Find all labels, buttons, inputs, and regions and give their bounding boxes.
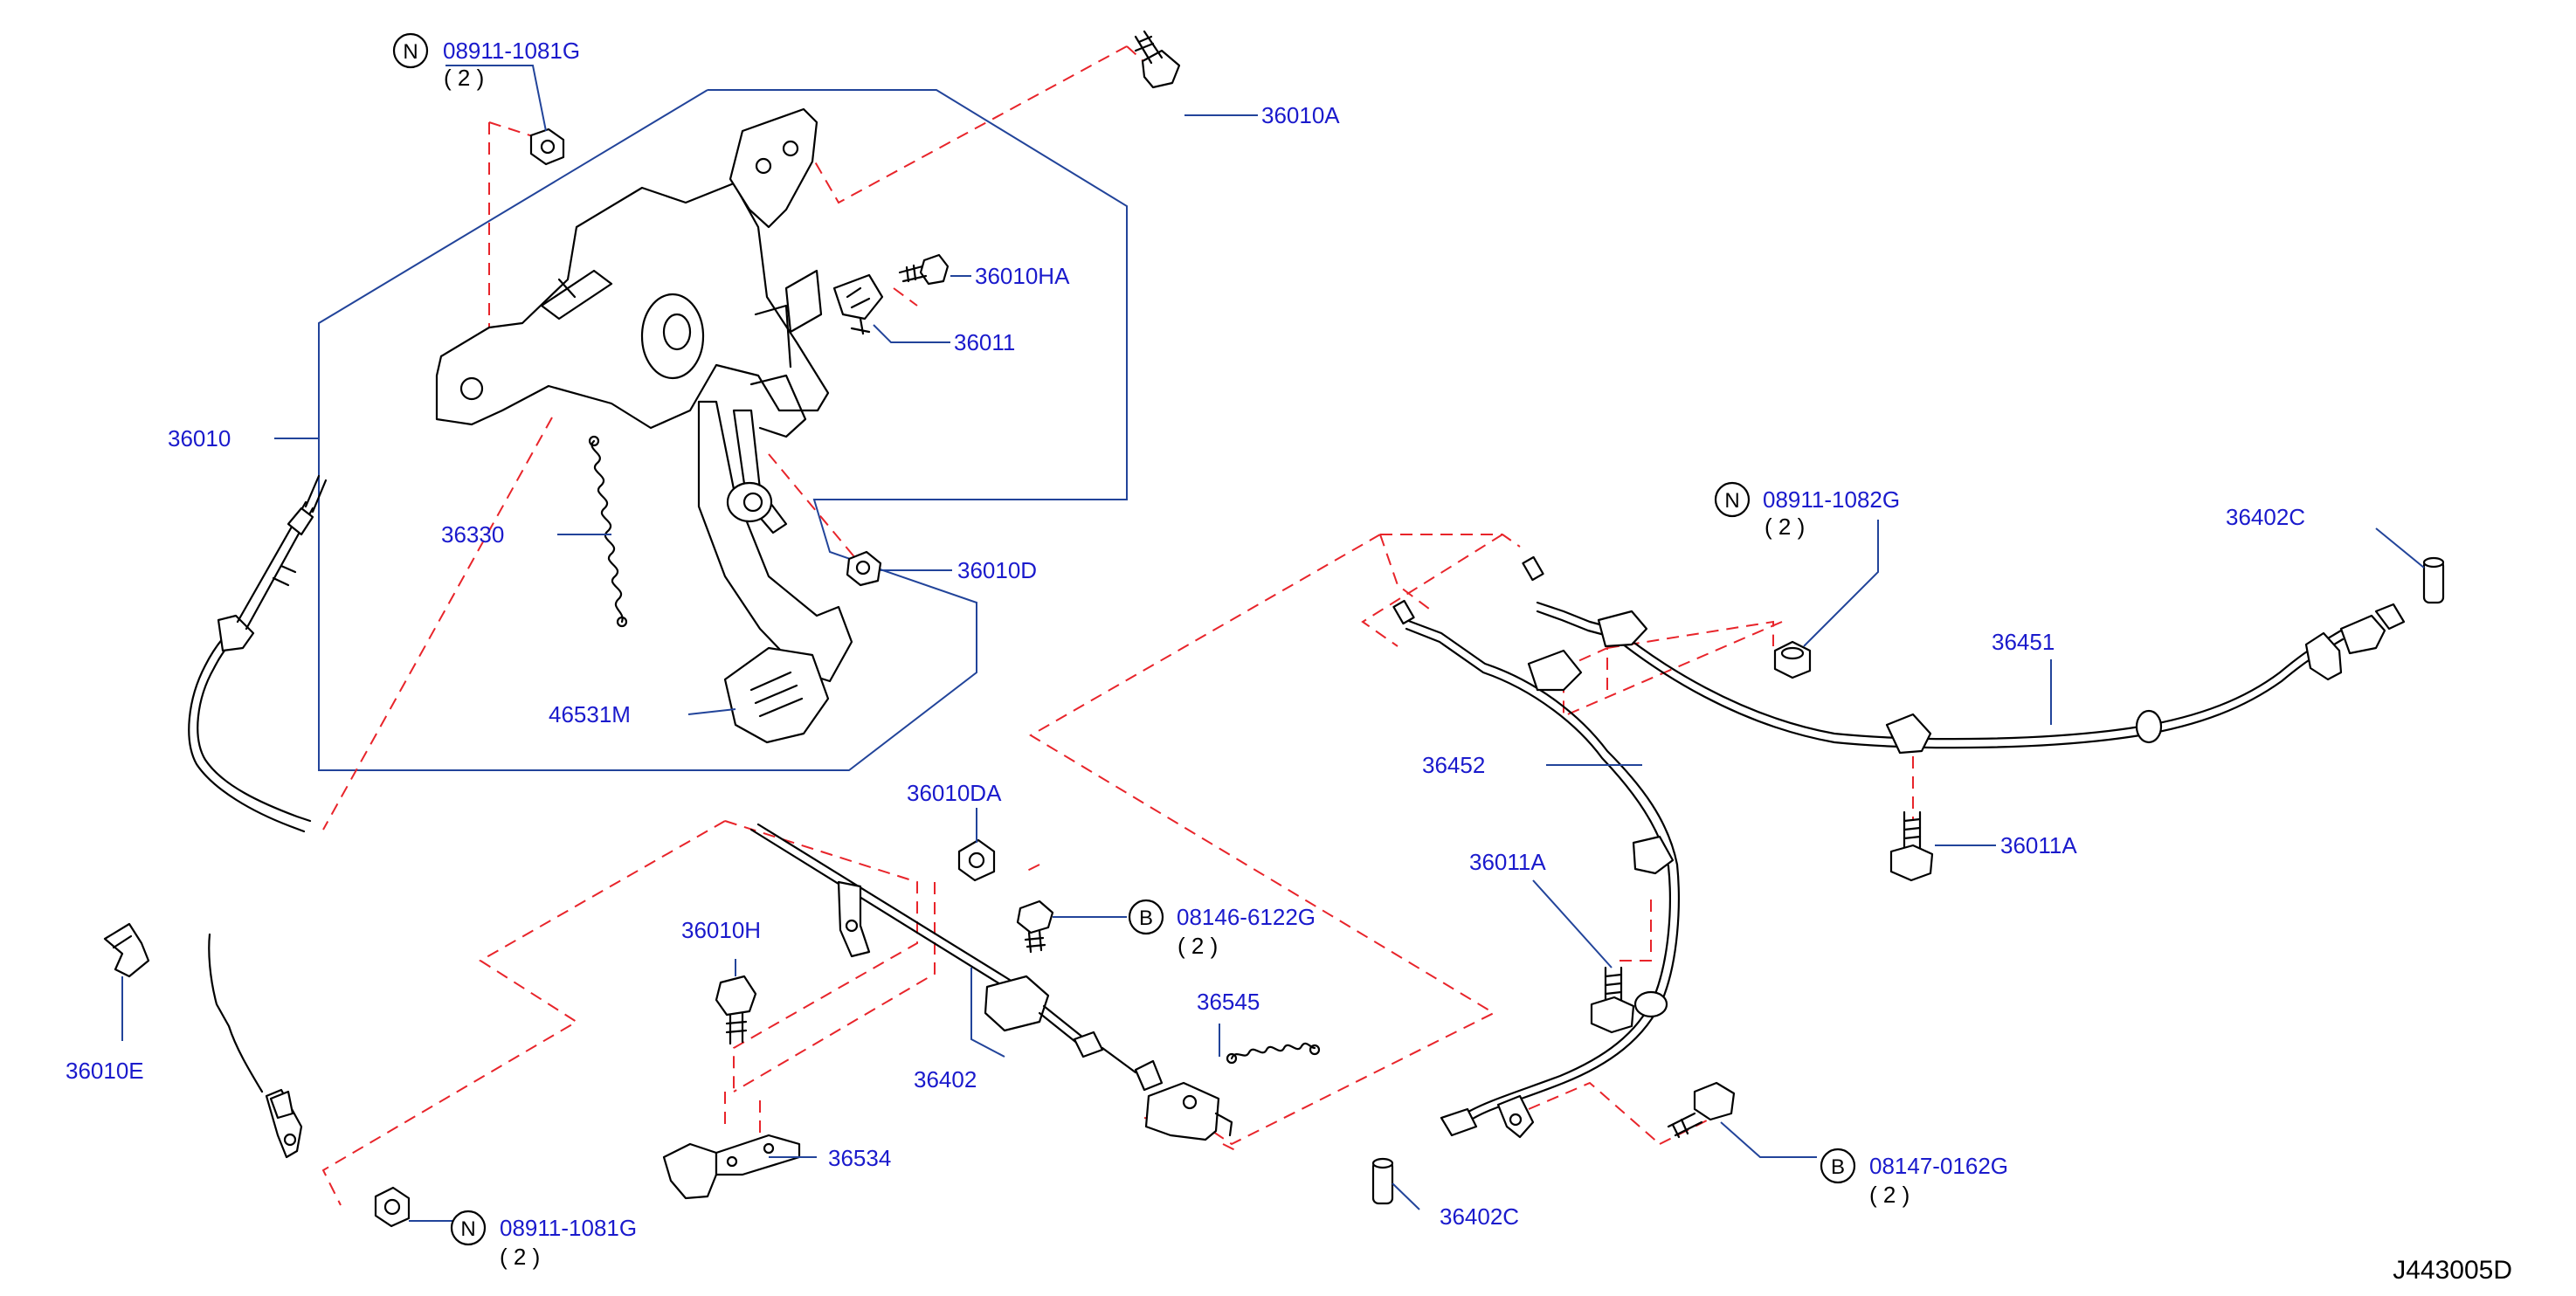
leader-lines (121, 65, 2425, 1222)
nut-08911-1081g-bottom (374, 1186, 411, 1228)
badge-letter: N (460, 1217, 475, 1241)
label-08911-1081g-bottom: N 08911-1081G ( 2 ) (450, 1210, 637, 1270)
label-36330: 36330 (441, 521, 504, 548)
clip-36011 (832, 273, 884, 335)
part-number: 08911-1081G (500, 1215, 637, 1241)
label-46531m: 46531M (549, 701, 631, 727)
label-36010a: 36010A (1261, 102, 1340, 128)
label-36534: 36534 (828, 1145, 891, 1171)
badge-letter: N (1724, 489, 1739, 513)
quantity: ( 2 ) (1178, 933, 1218, 959)
grommet-36402c-bottom (1371, 1157, 1394, 1205)
label-36011: 36011 (954, 329, 1015, 355)
bolt-36010h (715, 975, 757, 1045)
pedal-pad-ridges (749, 671, 804, 718)
label-36402c-bottom: 36402C (1440, 1203, 1519, 1230)
nut-36010d (846, 550, 882, 587)
label-36011a-right: 36011A (2000, 832, 2077, 858)
quantity: ( 2 ) (444, 65, 484, 91)
part-number: 08911-1082G (1763, 486, 1900, 513)
grommet-36402c-top (2422, 556, 2445, 604)
nut-08911-1082g (1773, 640, 1812, 679)
part-number: 08147-0162G (1869, 1153, 2008, 1179)
quantity: ( 2 ) (500, 1244, 540, 1270)
label-36010h: 36010H (681, 917, 761, 943)
return-spring-36330 (590, 439, 624, 624)
bracket-36534 (662, 1134, 801, 1200)
front-cable (188, 474, 328, 1159)
label-36010da: 36010DA (907, 780, 1002, 806)
nut-08911-1081g-top (529, 128, 565, 166)
badge-letter: B (1139, 907, 1153, 930)
label-08911-1081g-top: N 08911-1081G ( 2 ) (392, 32, 580, 91)
badge-letter: B (1831, 1155, 1845, 1179)
bolt-36011a-left (1590, 966, 1635, 1034)
label-36011a-left: 36011A (1469, 849, 1546, 875)
bolt-08147-0162g (1667, 1081, 1736, 1139)
rear-cable-36452 (1392, 599, 1680, 1139)
label-36402: 36402 (914, 1066, 977, 1093)
diagram-reference: J443005D (2393, 1256, 2512, 1285)
quantity: ( 2 ) (1765, 514, 1805, 540)
rear-cable-36451 (1522, 555, 2406, 755)
label-36545: 36545 (1197, 989, 1260, 1015)
label-36010e: 36010E (66, 1058, 144, 1084)
bolt-36011a-right (1889, 810, 1934, 882)
badge-letter: N (403, 40, 418, 64)
clip-36010e (103, 922, 150, 978)
label-08146-6122g: B 08146-6122G ( 2 ) (1128, 899, 1316, 959)
label-36010ha: 36010HA (975, 263, 1070, 289)
bolt-36010a (1134, 30, 1181, 89)
spring-36545 (1230, 1042, 1316, 1060)
label-08911-1082g: N 08911-1082G ( 2 ) (1714, 481, 1900, 540)
quantity: ( 2 ) (1869, 1182, 1910, 1208)
nut-36010da (957, 838, 996, 882)
pedal-assembly (435, 107, 853, 683)
pedal-pad-46531m (723, 646, 830, 744)
label-36451: 36451 (1992, 629, 2055, 655)
bolt-36010ha (898, 253, 950, 286)
bolt-08146-6122g (1016, 900, 1054, 954)
label-36010: 36010 (168, 425, 231, 452)
dashed-alignment-lines (321, 45, 1914, 1206)
label-36402c-top: 36402C (2226, 504, 2305, 530)
part-number: 08911-1081G (443, 38, 580, 64)
label-36452: 36452 (1422, 752, 1485, 778)
center-cable-36402 (749, 823, 1233, 1141)
part-number: 08146-6122G (1177, 904, 1316, 930)
label-36010d: 36010D (957, 557, 1037, 583)
label-08147-0162g: B 08147-0162G ( 2 ) (1820, 1148, 2008, 1208)
assembly-frame-36010 (318, 89, 1128, 771)
